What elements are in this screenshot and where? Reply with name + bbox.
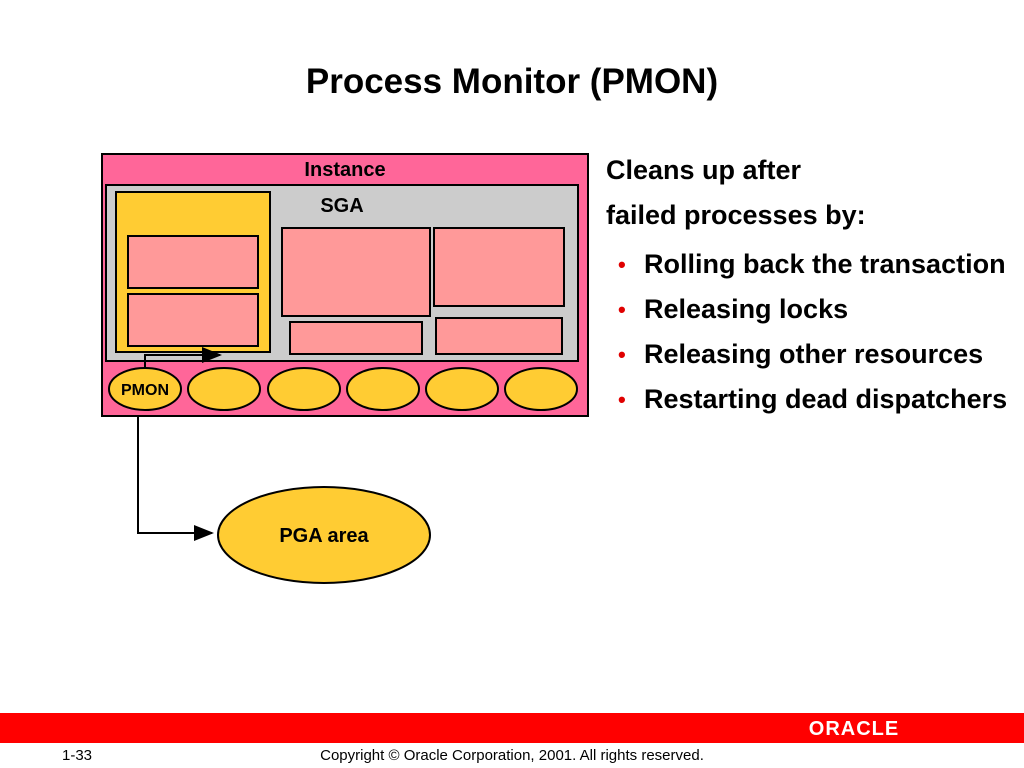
sga-block xyxy=(289,321,423,355)
instance-label: Instance xyxy=(304,159,385,181)
sga-block xyxy=(433,227,565,307)
bullet-dot-icon: • xyxy=(618,297,626,322)
pmon-to-sga-arrow xyxy=(144,347,222,368)
pga-area xyxy=(217,486,431,584)
oracle-logo-text: ORACLE xyxy=(809,718,899,739)
background-process xyxy=(346,367,420,411)
footer-band xyxy=(0,713,1024,743)
pmon-label: PMON xyxy=(121,382,169,399)
bullet-dot-icon: • xyxy=(618,252,626,277)
bullet-list: • Rolling back the transaction • Releasing… xyxy=(606,246,1016,418)
background-process xyxy=(187,367,261,411)
bullet-item: • Releasing locks xyxy=(606,291,1016,328)
bullet-text: Rolling back the transaction xyxy=(644,249,1006,279)
intro-line-1: Cleans up after xyxy=(606,155,802,185)
page-number: 1-33 xyxy=(62,747,93,764)
background-process xyxy=(504,367,578,411)
bullet-text: Releasing other resources xyxy=(644,339,984,369)
bullet-item: • Restarting dead dispatchers xyxy=(606,381,1016,418)
sga-block xyxy=(127,235,259,289)
sga-block xyxy=(435,317,563,355)
description-text: Cleans up after failed processes by: • Ro… xyxy=(606,148,1016,418)
pga-area-label: PGA area xyxy=(279,525,369,547)
bullet-item: • Rolling back the transaction xyxy=(606,246,1016,283)
background-process xyxy=(267,367,341,411)
bullet-dot-icon: • xyxy=(618,387,626,412)
bullet-text: Restarting dead dispatchers xyxy=(644,384,1008,414)
sga-block xyxy=(281,227,431,317)
sga-label: SGA xyxy=(320,195,363,217)
pmon-to-pga-arrow xyxy=(137,416,214,541)
instance-diagram: Instance SGA PMON PGA area xyxy=(101,153,589,584)
sga-block xyxy=(127,293,259,347)
intro-line-2: failed processes by: xyxy=(606,200,866,230)
bullet-text: Releasing locks xyxy=(644,294,849,324)
background-process xyxy=(425,367,499,411)
copyright-notice: Copyright © Oracle Corporation, 2001. Al… xyxy=(320,747,704,764)
bullet-dot-icon: • xyxy=(618,342,626,367)
slide-title: Process Monitor (PMON) xyxy=(305,62,719,101)
oracle-logo: ORACLE xyxy=(809,718,899,739)
bullet-item: • Releasing other resources xyxy=(606,336,1016,373)
